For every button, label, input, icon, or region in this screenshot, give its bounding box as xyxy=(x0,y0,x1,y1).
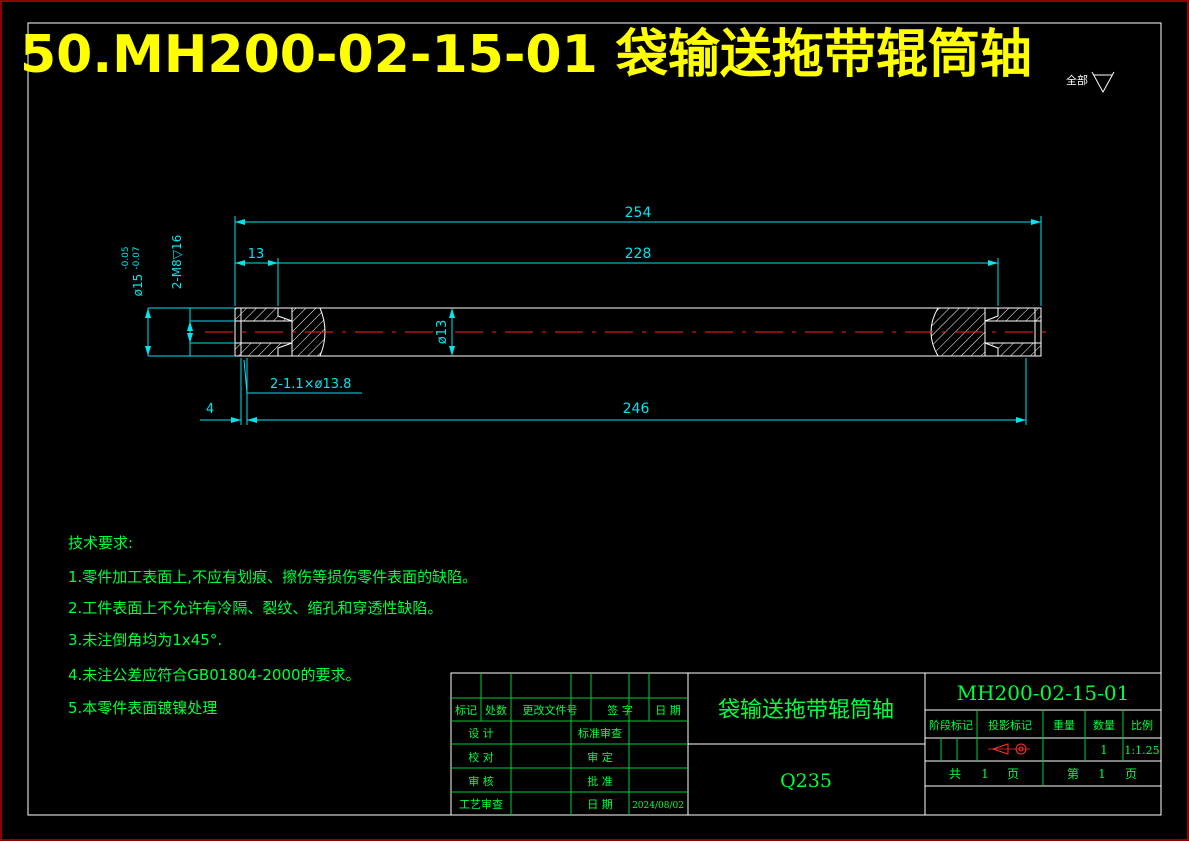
dim-groove-offset: 4 xyxy=(206,402,214,417)
projection-symbol-icon xyxy=(988,743,1030,755)
right-section-hatch xyxy=(930,307,1042,357)
roughness-note: 全部 xyxy=(1066,73,1088,87)
dim-end-offset: 13 xyxy=(248,247,265,262)
dimension-arrows xyxy=(145,219,1041,423)
tb-total-unit: 页 xyxy=(1007,767,1019,781)
tb-standard-review: 标准审查 xyxy=(578,726,622,740)
tech-item: 1.零件加工表面上,不应有划痕、擦伤等损伤零件表面的缺陷。 xyxy=(68,568,477,586)
tb-design: 设 计 xyxy=(468,727,494,740)
tb-header-count: 处数 xyxy=(485,704,507,717)
dim-end-diameter: ø15 xyxy=(131,274,145,297)
tb-audit: 审 核 xyxy=(468,774,494,788)
tb-part-name: 袋输送拖带辊筒轴 xyxy=(718,698,894,723)
tech-item: 3.未注倒角均为1x45°. xyxy=(68,631,222,649)
tb-header-change-doc: 更改文件号 xyxy=(523,703,578,717)
tech-requirements: 技术要求: 1.零件加工表面上,不应有划痕、擦伤等损伤零件表面的缺陷。 2.工件… xyxy=(68,534,477,717)
tb-review: 审 定 xyxy=(587,750,613,764)
dim-tol-upper: -0.05 xyxy=(121,246,131,269)
tech-item: 5.本零件表面镀镍处理 xyxy=(68,699,217,717)
tb-scale-value: 1:1.25 xyxy=(1124,744,1159,757)
tb-header-date: 日 期 xyxy=(655,704,681,717)
dim-tol-lower: -0.07 xyxy=(132,246,142,269)
tech-heading: 技术要求: xyxy=(68,534,133,552)
tb-sheet-unit: 页 xyxy=(1125,767,1137,781)
tb-header-signature: 签 字 xyxy=(607,703,633,717)
tb-process-review: 工艺审查 xyxy=(459,797,503,811)
tech-item: 4.未注公差应符合GB01804-2000的要求。 xyxy=(68,666,361,684)
tb-projection: 投影标记 xyxy=(988,718,1032,732)
tb-drawing-no: MH200-02-15-01 xyxy=(957,681,1130,705)
dim-groove-span: 246 xyxy=(623,401,650,417)
roughness-symbol: 全部 xyxy=(1066,71,1115,94)
title-banner: 50.MH200-02-15-01 袋输送拖带辊筒轴 xyxy=(20,25,1032,85)
tb-header-mark: 标记 xyxy=(455,703,477,717)
tb-total-label: 共 xyxy=(949,767,961,781)
tb-quantity-value: 1 xyxy=(1100,743,1108,757)
dim-groove: 2-1.1×ø13.8 xyxy=(270,377,351,392)
tb-weight: 重量 xyxy=(1053,718,1075,732)
tb-date-label: 日 期 xyxy=(587,798,613,811)
tb-approve: 批 准 xyxy=(587,774,613,788)
tb-quantity: 数量 xyxy=(1093,719,1115,732)
dim-inner-length: 228 xyxy=(625,246,652,262)
tb-total-value: 1 xyxy=(981,767,989,781)
tb-scale: 比例 xyxy=(1131,718,1153,732)
title-block: 标记 处数 更改文件号 签 字 日 期 设 计 标准审查 校 对 审 定 审 核… xyxy=(450,672,1162,816)
shaft-body xyxy=(234,307,1042,357)
tb-sheet-value: 1 xyxy=(1098,767,1106,781)
tb-stage-mark: 阶段标记 xyxy=(929,718,973,732)
tb-proofread: 校 对 xyxy=(468,750,494,764)
tb-sheet-label: 第 xyxy=(1067,767,1079,781)
dim-bar-diameter: ø13 xyxy=(435,320,450,345)
dim-overall-length: 254 xyxy=(625,205,652,221)
tb-date-value: 2024/08/02 xyxy=(632,801,684,811)
tb-material: Q235 xyxy=(780,770,832,792)
dim-thread: 2-M8▽16 xyxy=(170,235,184,289)
tech-item: 2.工件表面上不允许有冷隔、裂纹、缩孔和穿透性缺陷。 xyxy=(68,599,442,617)
